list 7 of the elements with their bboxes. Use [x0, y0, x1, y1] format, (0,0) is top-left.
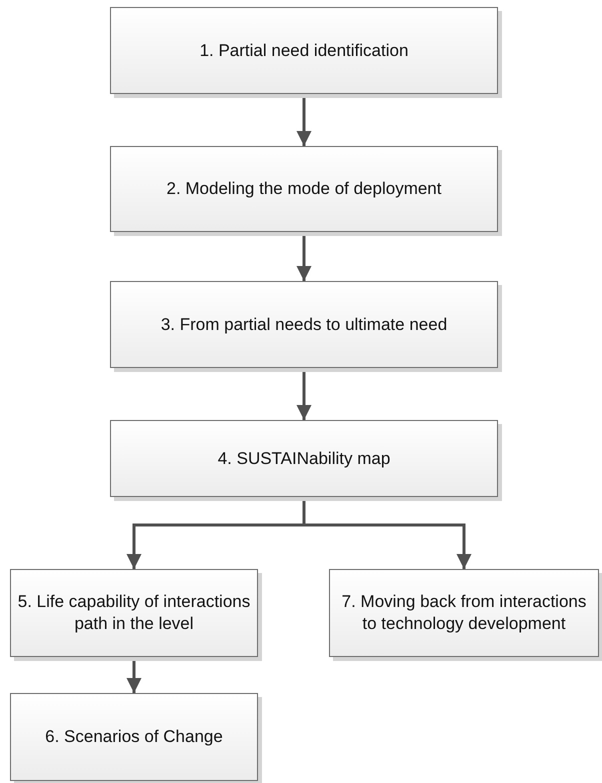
box-text: 2. Modeling the mode of deployment [166, 178, 442, 200]
box-text: 4. SUSTAINability map [218, 448, 390, 470]
box-text: 7. Moving back from interactions to technology development [340, 591, 588, 635]
box-text: 1. Partial need identification [200, 40, 408, 62]
box-text: 6. Scenarios of Change [45, 726, 223, 748]
box-text: 5. Life capability of interactions path in the level [16, 591, 252, 635]
box-text: 3. From partial needs to ultimate need [160, 314, 448, 336]
